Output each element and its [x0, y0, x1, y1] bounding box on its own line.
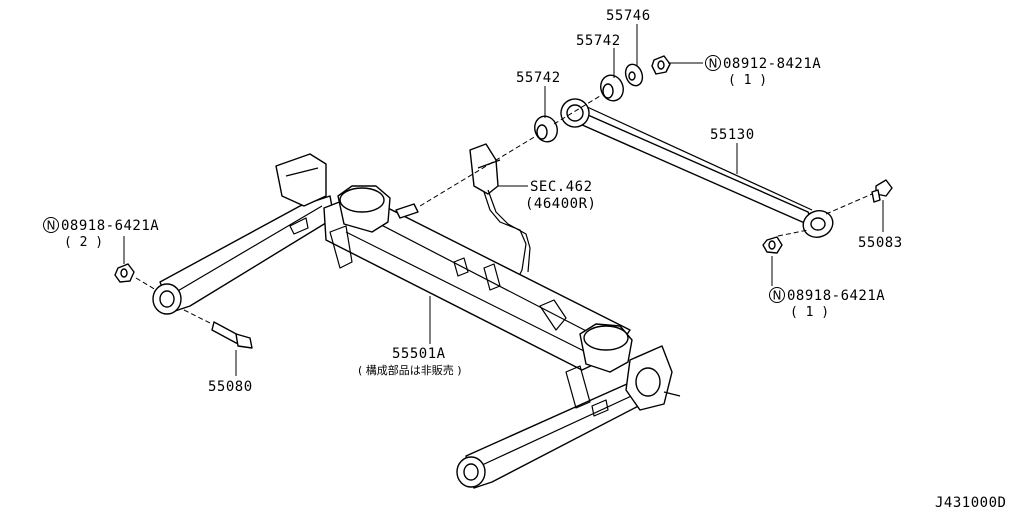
label-55501A-note: ( 構成部品は非販売 ) — [358, 363, 462, 377]
label-55080: 55080 — [208, 379, 253, 395]
washer-55746 — [624, 63, 644, 87]
lateral-link-rod — [560, 98, 834, 238]
diagram-id: J431000D — [935, 495, 1006, 511]
label-sec462: SEC.462 — [530, 179, 593, 195]
align-line-6 — [183, 309, 213, 325]
label-08918-left: 08918-6421A — [61, 218, 159, 234]
label-sec462-sub: (46400R) — [525, 196, 596, 212]
align-line-2 — [553, 95, 601, 125]
label-08918-right-qty: ( 1 ) — [790, 305, 829, 320]
bushing-55742-left — [534, 115, 558, 143]
nut-marker-top — [705, 55, 721, 71]
label-08918-left-qty: ( 2 ) — [64, 235, 103, 250]
nut-08918-left — [114, 263, 135, 283]
bolt-55080 — [211, 321, 253, 349]
label-55501A: 55501A — [392, 346, 446, 362]
nut-marker-right — [769, 287, 785, 303]
trailing-arm-left — [152, 153, 335, 315]
align-line-4 — [777, 229, 809, 237]
trailing-arm-right — [456, 345, 681, 489]
nut-marker-top-letter: N — [709, 57, 718, 71]
nut-marker-left-letter: N — [47, 219, 56, 233]
label-08918-right: 08918-6421A — [787, 288, 885, 304]
label-55742-left: 55742 — [516, 70, 561, 86]
label-08912-qty: ( 1 ) — [728, 73, 767, 88]
nut-08912-top — [651, 55, 671, 75]
label-55742-top: 55742 — [576, 33, 621, 49]
label-55746: 55746 — [606, 8, 651, 24]
bushing-55742-top — [600, 74, 624, 102]
leader-lines — [123, 24, 884, 376]
nut-08918-right — [762, 236, 783, 254]
align-line-5 — [135, 277, 157, 291]
align-line-3 — [825, 193, 873, 215]
label-55130: 55130 — [710, 127, 755, 143]
label-08912: 08912-8421A — [723, 56, 821, 72]
nut-marker-right-letter: N — [773, 289, 782, 303]
nut-marker-left — [43, 217, 59, 233]
align-line-1 — [419, 135, 537, 207]
label-55083: 55083 — [858, 235, 903, 251]
bolt-55083 — [871, 179, 893, 203]
cross-beam — [323, 185, 633, 409]
